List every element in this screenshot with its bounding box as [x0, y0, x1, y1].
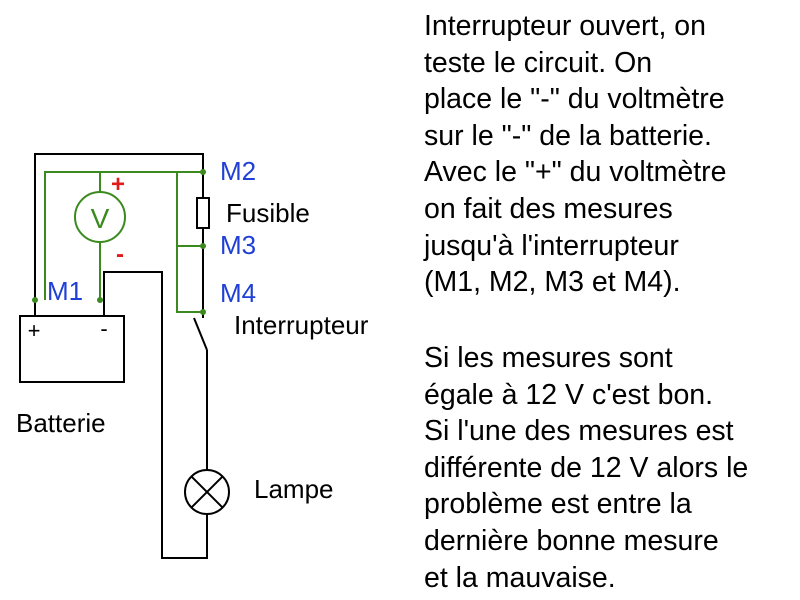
battery-symbol — [19, 315, 125, 383]
para1-line: jusqu'à l'interrupteur — [424, 229, 679, 262]
switch-lever — [193, 317, 208, 351]
instructions-paragraph-1: Interrupteur ouvert, on teste le circuit… — [424, 8, 796, 301]
dot-m2 — [200, 169, 206, 175]
para2-line: problème est entre la — [424, 488, 692, 521]
voltmeter-symbol: V — [91, 203, 110, 234]
lamp-label: Lampe — [254, 474, 334, 504]
para2-line: Si l'une des mesures est — [424, 415, 734, 448]
para2-line: et la mauvaise. — [424, 561, 616, 594]
para1-line: Avec le "+" du voltmètre — [424, 156, 727, 189]
battery-plus-sign: + — [28, 318, 41, 343]
voltmeter-plus-sign: + — [111, 171, 125, 198]
fuse-symbol — [196, 197, 210, 229]
para1-line: Interrupteur ouvert, on — [424, 10, 706, 42]
instructions-paragraph-2: Si les mesures sont égale à 12 V c'est b… — [424, 340, 796, 596]
lamp-symbol — [184, 469, 230, 515]
node-label-m1: M1 — [47, 276, 83, 306]
green-wires — [44, 171, 203, 313]
dot-m4 — [200, 309, 206, 315]
wire-lamp-to-bottom — [103, 271, 208, 559]
node-label-m4: M4 — [220, 278, 256, 308]
para1-line: (M1, M2, M3 et M4). — [424, 266, 681, 299]
dot-m3 — [200, 243, 206, 249]
battery-minus-sign: - — [100, 316, 107, 341]
para2-line: Si les mesures sont — [424, 342, 673, 374]
para1-line: place le "-" du voltmètre — [424, 83, 725, 116]
green-wire-m1-to-m2 — [44, 171, 203, 300]
node-label-m2: M2 — [220, 156, 256, 186]
green-wire-to-m4 — [176, 246, 203, 313]
dot-m1 — [32, 297, 38, 303]
dot-battery-minus — [97, 297, 103, 303]
voltmeter-minus-sign: - — [116, 241, 124, 268]
wire-battery-plus-to-m2 — [34, 153, 204, 316]
switch-label: Interrupteur — [234, 310, 369, 340]
node-label-m3: M3 — [220, 230, 256, 260]
para1-line: on fait des mesures — [424, 192, 673, 225]
voltmeter: V — [74, 191, 126, 243]
battery-label: Batterie — [16, 408, 106, 438]
measure-points — [32, 169, 206, 315]
para2-line: égale à 12 V c'est bon. — [424, 378, 714, 411]
para2-line: différente de 12 V alors le — [424, 451, 749, 484]
para2-line: dernière bonne mesure — [424, 524, 719, 557]
fuse-label: Fusible — [226, 198, 310, 228]
para1-line: sur le "-" de la batterie. — [424, 119, 712, 152]
para1-line: teste le circuit. On — [424, 46, 653, 79]
